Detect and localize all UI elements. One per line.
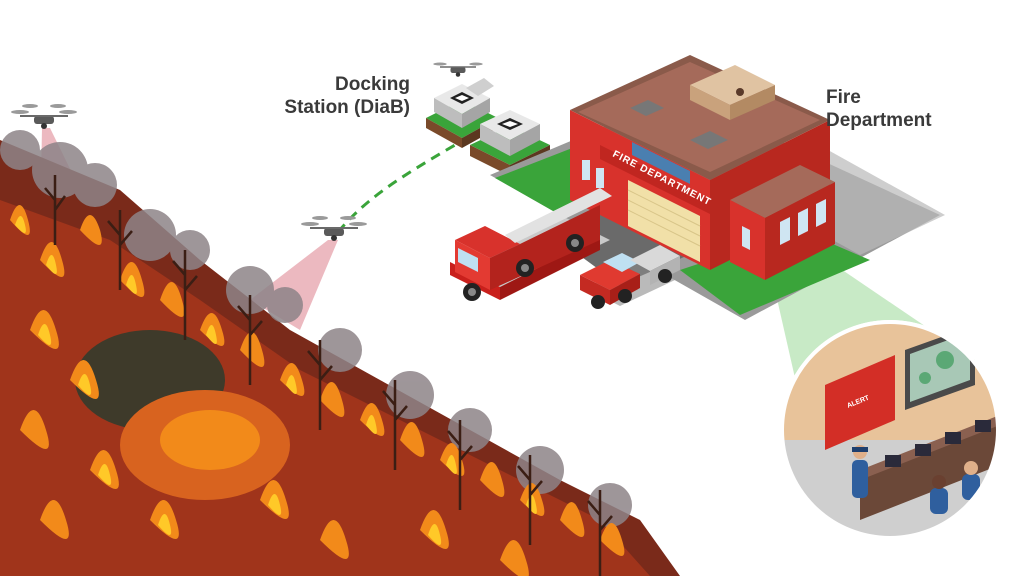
fire-station-building: FIRE DEPARTMENT [490,55,945,320]
alert-monitor-icon [825,355,895,450]
fire-department-label: Fire Department [826,86,966,132]
drone-icon [11,104,77,129]
fire-truck-icon [450,188,612,301]
docking-station-label-line-1: Docking [335,74,410,95]
drone-icon [301,216,367,241]
docking-station-label: Docking Station (DiaB) [268,73,410,119]
drone-icon [433,62,483,77]
docking-station-icon [426,78,498,148]
pickup-truck-icon [580,245,680,309]
fire-department-label-line-2: Department [826,110,932,131]
forest-fire-hill [0,130,680,576]
fire-department-label-line-1: Fire [826,87,861,108]
docking-station-label-line-2: Station (DiaB) [284,97,410,118]
flight-path [336,143,456,233]
control-room-icon: ALERT [780,320,1000,540]
